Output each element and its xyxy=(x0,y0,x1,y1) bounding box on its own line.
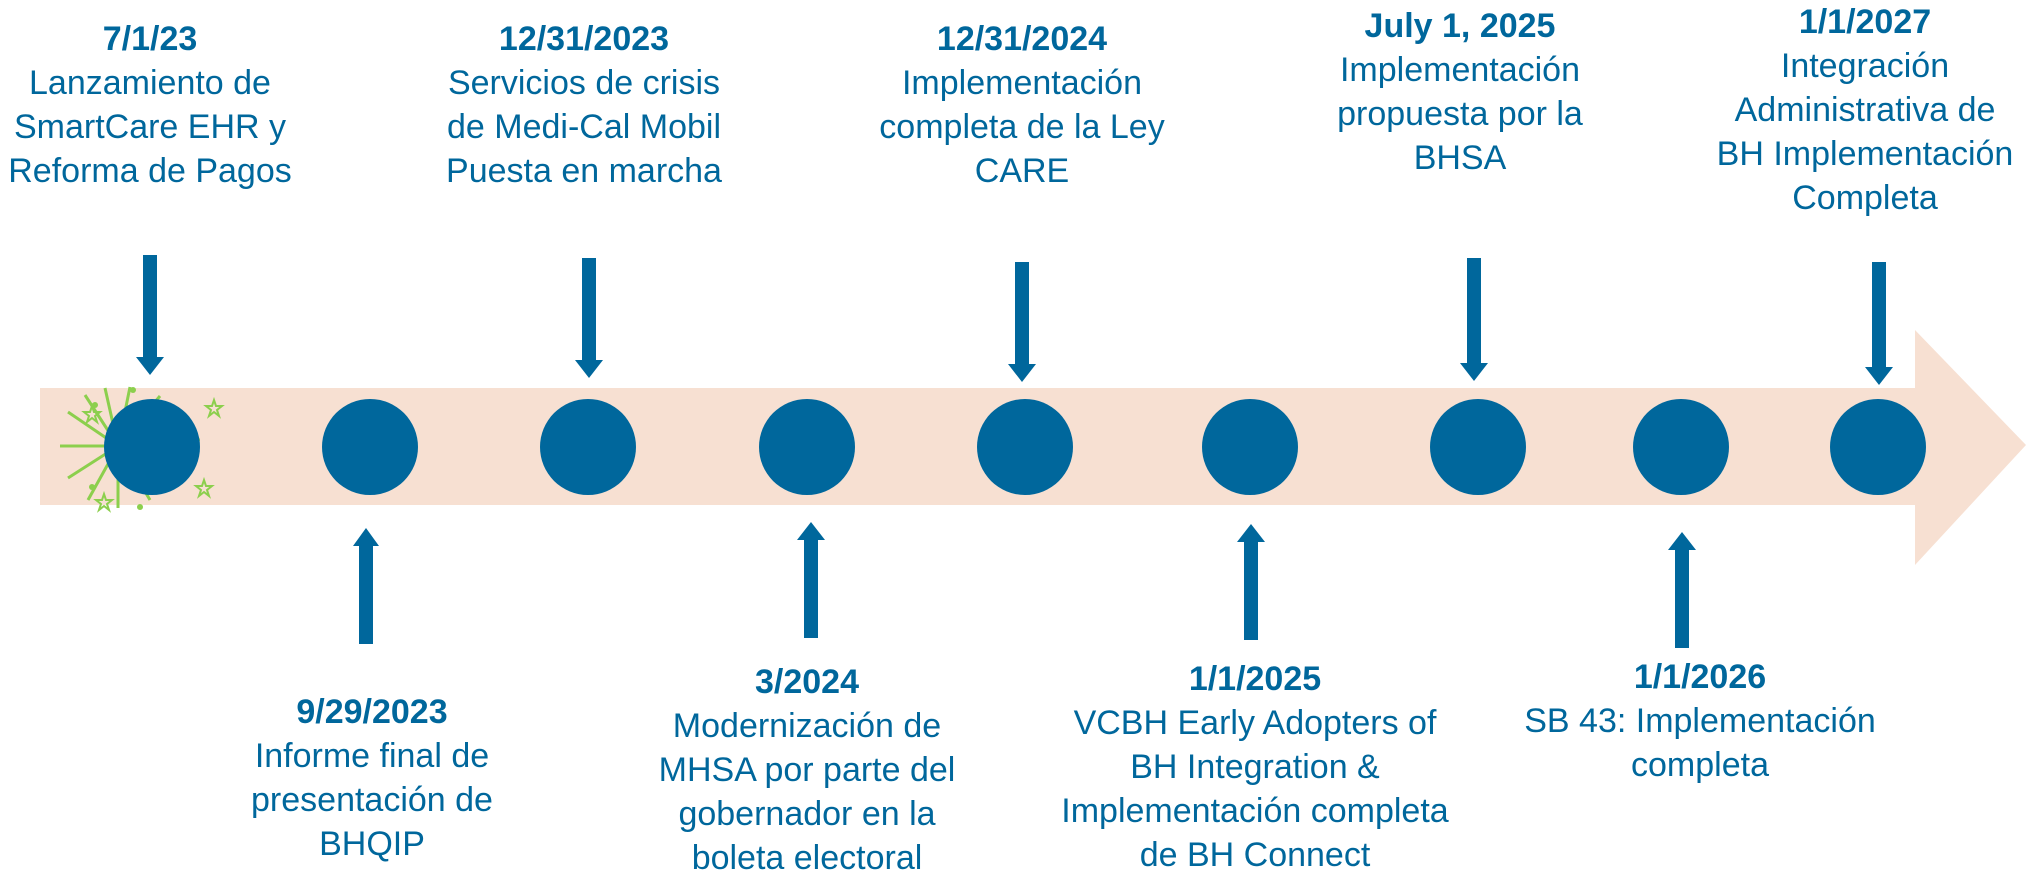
milestone-marker xyxy=(1430,399,1526,495)
milestone-description: Lanzamiento de SmartCare EHR y Reforma d… xyxy=(8,64,292,190)
down-arrow xyxy=(1872,262,1886,367)
down-arrow xyxy=(1015,262,1029,364)
milestone-label-top: 12/31/2023 Servicios de crisis de Medi-C… xyxy=(424,17,744,193)
milestone-description: Implementación propuesta por la BHSA xyxy=(1337,51,1583,177)
down-arrow xyxy=(1467,258,1481,363)
milestone-date: 1/1/2026 xyxy=(1633,658,1767,696)
milestone-date: July 1, 2025 xyxy=(1364,7,1556,45)
milestone-description: VCBH Early Adopters of BH Integration & … xyxy=(1061,704,1449,874)
milestone-date: 1/1/2027 xyxy=(1798,3,1932,41)
milestone-marker xyxy=(1633,399,1729,495)
down-arrow xyxy=(143,255,157,357)
star-icons xyxy=(81,396,225,513)
milestone-description: Modernización de MHSA por parte del gobe… xyxy=(658,707,956,877)
milestone-markers xyxy=(104,399,1926,495)
up-arrow xyxy=(1244,542,1258,640)
milestone-date: 9/29/2023 xyxy=(296,693,448,731)
up-arrows xyxy=(353,522,1696,648)
up-arrow xyxy=(359,546,373,644)
milestone-label-bottom: 1/1/2026 SB 43: Implementación completa xyxy=(1510,655,1890,787)
milestone-description: Informe final de presentación de BHQIP xyxy=(251,737,493,863)
milestone-label-bottom: 3/2024 Modernización de MHSA por parte d… xyxy=(647,660,967,880)
milestone-label-bottom: 1/1/2025 VCBH Early Adopters of BH Integ… xyxy=(1035,657,1475,877)
down-arrow xyxy=(582,258,596,360)
milestone-date: 1/1/2025 xyxy=(1188,660,1322,698)
milestone-marker xyxy=(1830,399,1926,495)
milestone-label-bottom: 9/29/2023 Informe final de presentación … xyxy=(212,690,532,866)
milestone-marker xyxy=(759,399,855,495)
milestone-label-top: 12/31/2024 Implementación completa de la… xyxy=(862,17,1182,193)
milestone-label-top: 7/1/23 Lanzamiento de SmartCare EHR y Re… xyxy=(0,17,310,193)
milestone-description: Integración Administrativa de BH Impleme… xyxy=(1716,47,2014,217)
milestone-description: Implementación completa de la Ley CARE xyxy=(879,64,1165,190)
down-arrows xyxy=(136,255,1893,385)
up-arrow xyxy=(1675,550,1689,648)
milestone-description: SB 43: Implementación completa xyxy=(1524,702,1876,784)
milestone-marker xyxy=(540,399,636,495)
milestone-date: 12/31/2023 xyxy=(498,20,670,58)
milestone-marker xyxy=(977,399,1073,495)
milestone-label-top: July 1, 2025 Implementación propuesta po… xyxy=(1300,4,1620,180)
milestone-date: 3/2024 xyxy=(755,663,859,701)
milestone-description: Servicios de crisis de Medi-Cal Mobil Pu… xyxy=(446,64,722,190)
milestone-marker xyxy=(104,399,200,495)
milestone-date: 7/1/23 xyxy=(102,20,198,58)
milestone-date: 12/31/2024 xyxy=(936,20,1108,58)
up-arrow xyxy=(804,540,818,638)
milestone-marker xyxy=(1202,399,1298,495)
milestone-label-top: 1/1/2027 Integración Administrativa de B… xyxy=(1705,0,2025,220)
milestone-marker xyxy=(322,399,418,495)
